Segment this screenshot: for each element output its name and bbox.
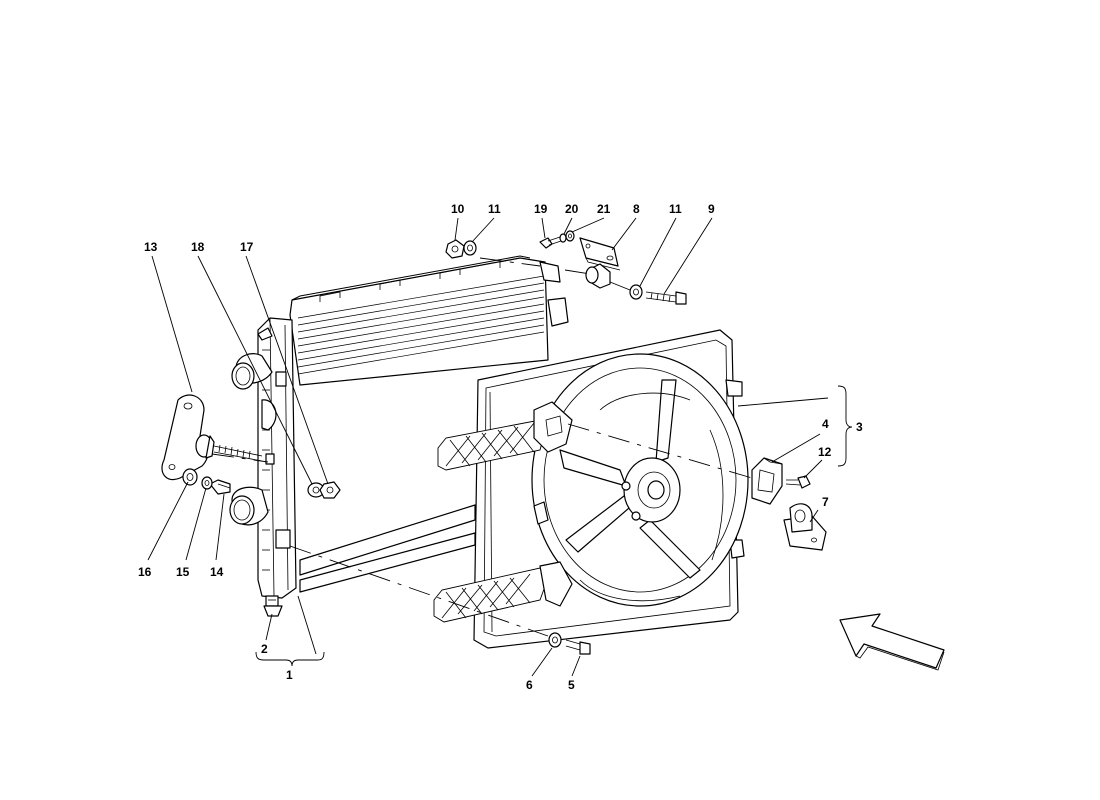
- screw-19: [539, 236, 562, 249]
- callout-2: 2: [261, 642, 268, 656]
- callout-15: 15: [176, 565, 190, 579]
- callout-10: 10: [451, 202, 465, 216]
- bracket-7: [783, 503, 827, 551]
- nut-17: [319, 481, 341, 499]
- drain-plug: [263, 595, 283, 617]
- bolt-14: [205, 435, 263, 462]
- washer-11-right: [629, 284, 643, 300]
- callout-14: 14: [210, 565, 224, 579]
- front-direction-arrow-icon: [839, 613, 945, 671]
- washer-11-left: [463, 240, 477, 256]
- callout-16: 16: [138, 565, 152, 579]
- callout-18: 18: [191, 240, 205, 254]
- callout-9: 9: [708, 202, 715, 216]
- washer-6: [548, 632, 562, 648]
- callout-5: 5: [568, 678, 575, 692]
- callout-11-left: 11: [488, 202, 501, 216]
- callout-6: 6: [526, 678, 533, 692]
- assembly-lines: [211, 257, 753, 637]
- callout-17: 17: [240, 240, 254, 254]
- callout-8: 8: [633, 202, 640, 216]
- screw-12: [785, 475, 811, 489]
- callout-7: 7: [822, 495, 829, 509]
- callout-11-right: 11: [669, 202, 682, 216]
- callout-labels: 13 18 17 10 11 19 20 21 8 11 9 3 4 12 7 …: [138, 202, 863, 692]
- bolt-5: [565, 639, 591, 655]
- callout-1: 1: [286, 668, 293, 682]
- mounting-bracket-13: [161, 394, 213, 481]
- bracket-8: [579, 237, 621, 271]
- callout-3: 3: [856, 420, 863, 434]
- callout-19: 19: [534, 202, 548, 216]
- nut-10: [445, 239, 465, 259]
- callout-20: 20: [565, 202, 579, 216]
- leader-lines: [147, 217, 853, 677]
- callout-12: 12: [818, 445, 832, 459]
- callout-4: 4: [822, 417, 829, 431]
- fan-shroud: [433, 329, 749, 649]
- bolt-small-14: [209, 479, 231, 495]
- callout-21: 21: [597, 202, 611, 216]
- washer-20: [559, 233, 567, 243]
- washer-16: [168, 464, 198, 486]
- washer-21: [565, 230, 575, 242]
- washer-15: [201, 476, 213, 490]
- callout-13: 13: [144, 240, 158, 254]
- resistor-4: [751, 457, 783, 505]
- rubber-mount-8: [585, 263, 611, 289]
- bolt-9: [645, 291, 687, 305]
